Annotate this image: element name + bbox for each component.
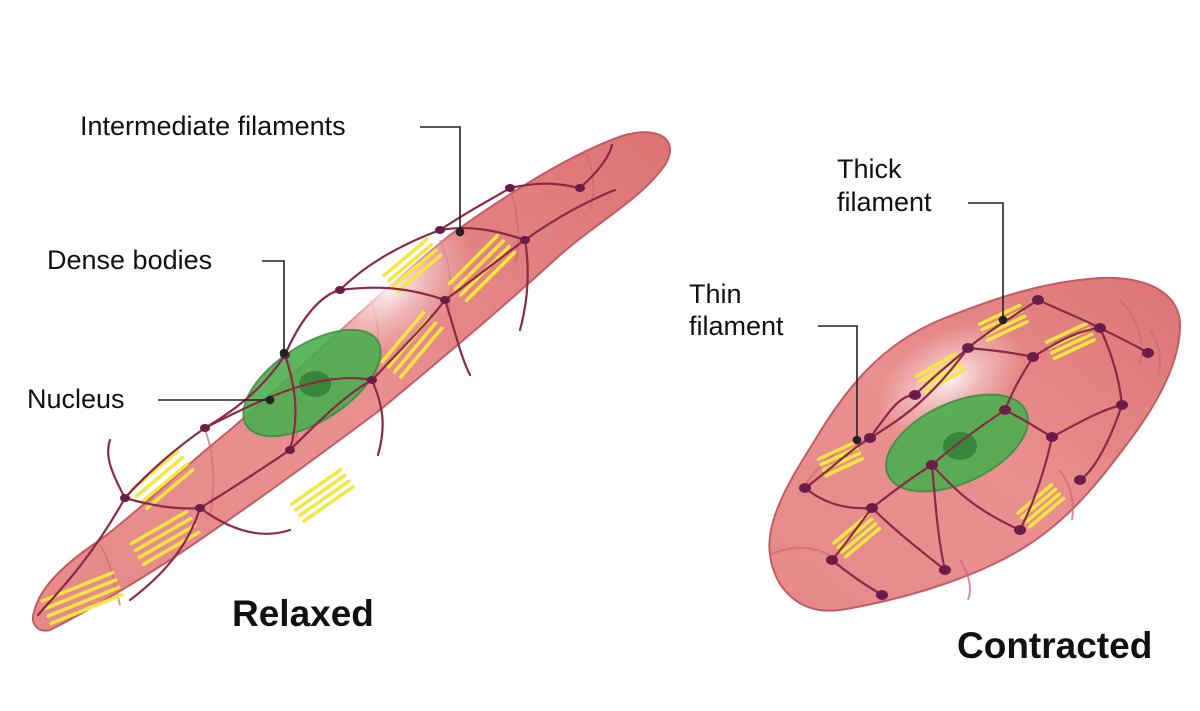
label-dense-bodies: Dense bodies [47, 245, 213, 275]
contracted-cell [768, 276, 1182, 612]
relaxed-intermediate-filaments [36, 143, 617, 617]
label-thick-filament-line1: Thick [837, 154, 902, 184]
label-thin-filament-line2: filament [689, 311, 784, 341]
label-intermediate-filaments: Intermediate filaments [80, 111, 346, 141]
relaxed-nucleolus [299, 371, 331, 397]
caption-contracted: Contracted [957, 625, 1153, 666]
leader-thick-filament [968, 202, 1004, 320]
label-thin-filament-line1: Thin [689, 279, 742, 309]
leader-intermediate-filaments [420, 126, 461, 232]
contracted-nucleolus [943, 432, 977, 460]
label-nucleus: Nucleus [27, 384, 125, 414]
leader-lines [158, 126, 1008, 445]
leader-thin-filament [818, 325, 858, 440]
relaxed-cell [32, 131, 671, 632]
label-thick-filament-line2: filament [837, 187, 932, 217]
caption-relaxed: Relaxed [232, 593, 374, 634]
leader-dense-bodies [262, 260, 285, 353]
contracted-dense-bodies [799, 295, 1154, 600]
relaxed-filament-bundles [40, 233, 517, 626]
